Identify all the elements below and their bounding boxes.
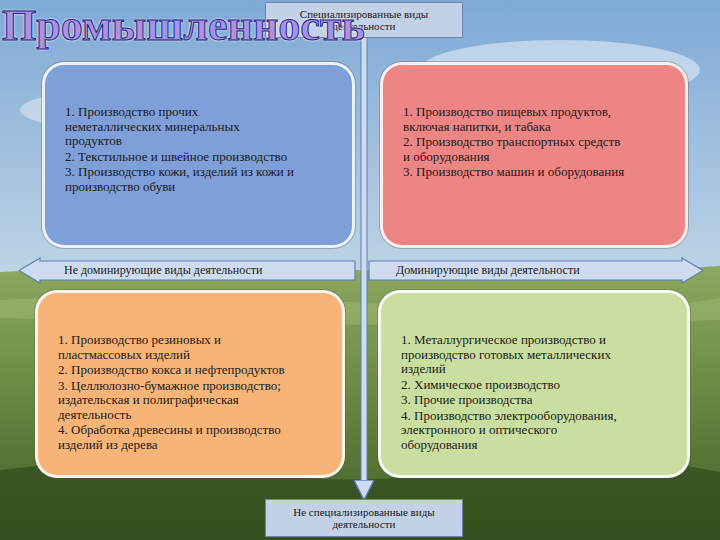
industry-item: 4. Обработка древесины и производство из…: [58, 423, 286, 452]
industry-item: 3. Производство кожи, изделий из кожи и …: [65, 165, 296, 194]
band-text-holder: Не доминирующие виды деятельности: [64, 264, 262, 277]
arrow-band-outline: [19, 258, 355, 283]
industry-item: 2. Производство транспортных средств и о…: [403, 135, 629, 164]
quadrant-box: 1. Производство резиновых и пластмассовы…: [35, 290, 345, 478]
industry-item: 4. Производство электрооборудования, эле…: [401, 409, 631, 453]
industry-item: 2. Текстильное и швейное производство: [65, 150, 296, 165]
industry-item: 1. Металлургическое производство и произ…: [401, 333, 631, 377]
industry-item: 3. Целлюлозно-бумажное производство; изд…: [58, 379, 286, 423]
arrow-band: Не доминирующие виды деятельности: [18, 257, 356, 284]
arrow-band-outline: [369, 258, 703, 283]
axis-line: [362, 38, 367, 496]
industry-item: 2. Производство кокса и нефтепродуктов: [58, 363, 286, 378]
arrow-band: Доминирующие виды деятельности: [368, 257, 704, 284]
category-box: Не специализированные виды деятельности: [265, 499, 463, 537]
industry-item: 1. Производство прочих неметаллических м…: [65, 105, 296, 149]
band-text-holder: Доминирующие виды деятельности: [396, 264, 580, 277]
industry-item: 1. Производство резиновых и пластмассовы…: [58, 333, 286, 362]
industry-item: 1. Производство пищевых продуктов, включ…: [403, 105, 629, 134]
quadrant-box: 1. Производство прочих неметаллических м…: [42, 62, 355, 248]
axis-arrow: [364, 38, 365, 496]
band-label: Не доминирующие виды деятельности: [64, 264, 262, 277]
industry-item: 3. Производство машин и оборудования: [403, 165, 629, 180]
quadrant-box: 1. Металлургическое производство и произ…: [378, 290, 690, 478]
quadrant-box: 1. Производство пищевых продуктов, включ…: [380, 62, 688, 248]
industry-item: 3. Прочие производства: [401, 393, 631, 408]
industry-item: 2. Химическое производство: [401, 378, 631, 393]
slide-title: Промышленность: [2, 4, 365, 48]
band-label: Доминирующие виды деятельности: [396, 264, 580, 277]
category-label: Не специализированные виды деятельности: [272, 506, 456, 530]
